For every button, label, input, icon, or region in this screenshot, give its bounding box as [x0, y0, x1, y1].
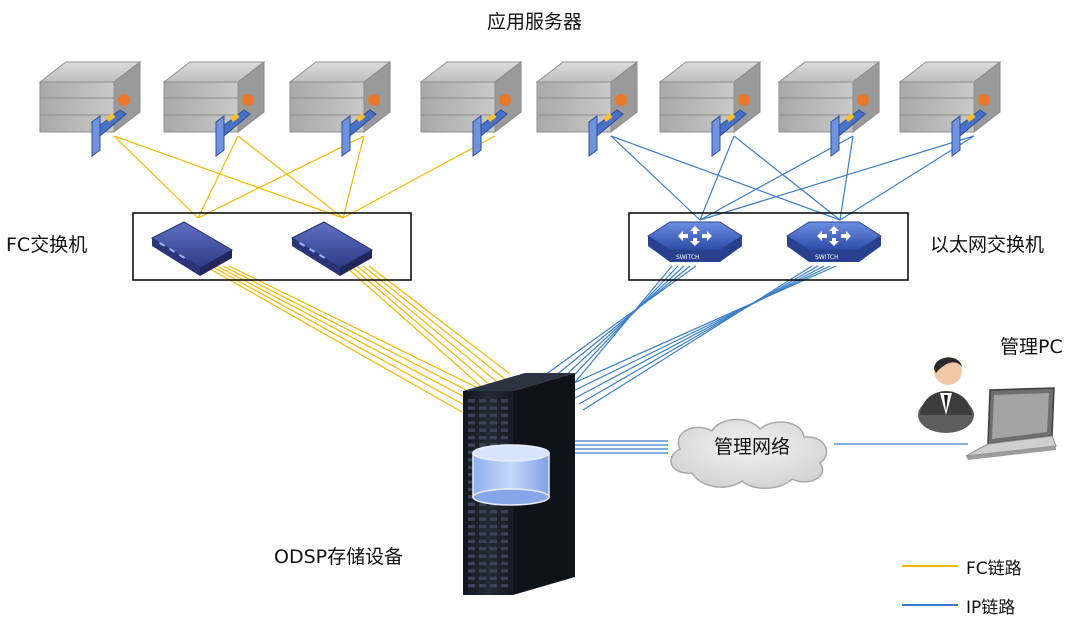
app-server[interactable]: [658, 60, 762, 157]
user-icon: [918, 357, 974, 433]
servers-title: 应用服务器: [487, 11, 583, 33]
rack-server-icon: [162, 60, 266, 134]
servers-layer: [38, 60, 1002, 157]
storage-disk-icon: [472, 444, 550, 506]
fc-switch-label: FC交换机: [6, 234, 88, 256]
fc-link: [197, 135, 365, 219]
fc-storage-link: [222, 265, 475, 395]
hba-card-icon: [472, 109, 508, 157]
legend-fc-label: FC链路: [966, 559, 1022, 579]
hba-card-icon: [91, 109, 127, 157]
storage-tower-icon: [463, 373, 575, 595]
ip-storage-link: [570, 265, 831, 393]
app-server[interactable]: [419, 60, 523, 157]
ip-link: [699, 135, 735, 221]
eth-switch-label: 以太网交换机: [930, 234, 1045, 256]
hba-card-icon: [830, 109, 866, 157]
management-network-cloud: [670, 418, 828, 489]
management-pc-label: 管理PC: [1000, 336, 1063, 358]
fc-storage-link: [368, 265, 511, 375]
fc-link: [237, 135, 344, 219]
app-server[interactable]: [38, 60, 142, 157]
fc-storage-link: [350, 265, 499, 393]
fc-storage-link: [362, 265, 507, 381]
fc-link: [342, 135, 365, 219]
fc-switch-1[interactable]: [150, 221, 234, 276]
fc-link: [113, 135, 199, 219]
rack-server-icon: [898, 60, 1002, 134]
ethernet-switch-icon: SWITCH: [647, 221, 743, 262]
ip-storage-link: [574, 265, 825, 399]
fc-switch-group-box: [132, 212, 412, 281]
ip-link: [839, 135, 854, 221]
app-server[interactable]: [535, 60, 639, 157]
ip-link: [699, 135, 975, 221]
storage-device-label: ODSP存储设备: [274, 546, 404, 568]
rack-server-icon: [535, 60, 639, 134]
fc-storage-link: [210, 265, 467, 407]
hba-card-icon: [341, 109, 377, 157]
hba-card-icon: [711, 109, 747, 157]
ip-link: [610, 135, 841, 221]
network-cloud-icon: [670, 418, 828, 489]
app-server[interactable]: [288, 60, 392, 157]
fc-storage-link: [216, 265, 471, 401]
fc-link: [113, 135, 344, 219]
rack-server-icon: [658, 60, 762, 134]
fc-storage-link: [228, 265, 479, 389]
ethernet-switch-icon: SWITCH: [786, 221, 882, 262]
fc-link: [197, 135, 239, 219]
eth-switch-1[interactable]: SWITCH: [647, 221, 743, 262]
app-server[interactable]: [898, 60, 1002, 157]
ip-storage-link: [548, 265, 691, 382]
odsp-storage-device[interactable]: [463, 373, 575, 595]
ip-link: [699, 135, 854, 221]
rack-server-icon: [419, 60, 523, 134]
fc-storage-link: [344, 265, 495, 399]
ip-link: [610, 135, 701, 221]
ip-storage-link: [578, 265, 819, 405]
ip-storage-link: [544, 265, 697, 376]
eth-switch-2[interactable]: SWITCH: [786, 221, 882, 262]
ip-storage-link: [556, 265, 679, 394]
management-pc[interactable]: [918, 357, 1057, 460]
hba-card-icon: [588, 109, 624, 157]
fc-switch-2[interactable]: [290, 221, 374, 276]
app-server[interactable]: [777, 60, 881, 157]
fc-switch-icon: [150, 221, 234, 276]
fc-link: [342, 135, 496, 219]
switch-badge: SWITCH: [676, 254, 700, 261]
links-layer: [113, 135, 975, 454]
rack-server-icon: [288, 60, 392, 134]
legend-ip-label: IP链路: [966, 598, 1016, 618]
hba-card-icon: [215, 109, 251, 157]
rack-server-icon: [38, 60, 142, 134]
fc-switch-icon: [290, 221, 374, 276]
ip-storage-link: [582, 265, 813, 411]
eth-switch-group-box: [628, 212, 909, 281]
switch-badge: SWITCH: [815, 254, 839, 261]
app-server[interactable]: [162, 60, 266, 157]
ip-link: [733, 135, 841, 221]
ip-storage-link: [552, 265, 685, 388]
ip-storage-link: [560, 265, 673, 400]
fc-storage-link: [204, 265, 463, 413]
management-network-label: 管理网络: [714, 436, 791, 458]
hba-card-icon: [951, 109, 987, 157]
fc-storage-link: [356, 265, 503, 387]
laptop-icon: [965, 387, 1057, 460]
rack-server-icon: [777, 60, 881, 134]
ip-storage-link: [566, 265, 837, 387]
